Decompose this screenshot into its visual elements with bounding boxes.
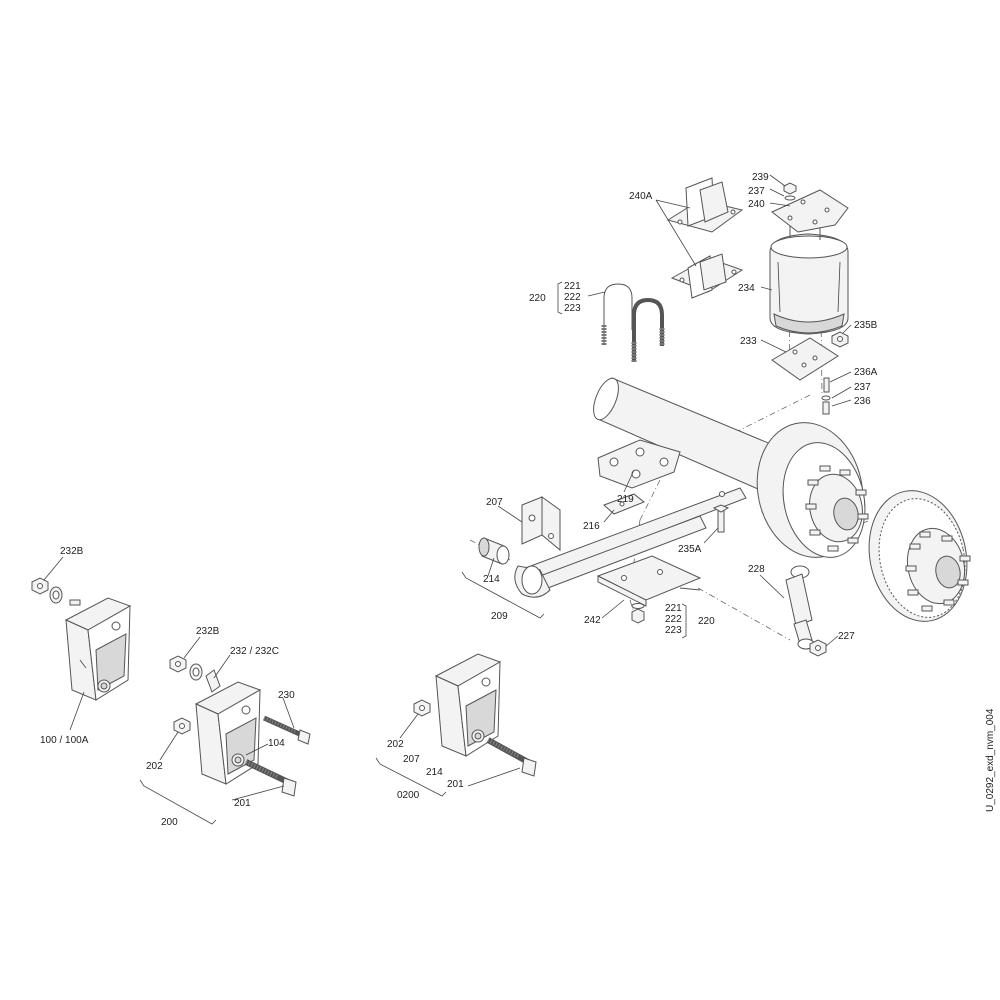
label-202-right: 202 [387, 739, 404, 750]
label-220-upper: 220 [529, 293, 546, 304]
label-232-232C: 232 / 232C [230, 646, 279, 657]
hanger-100 [64, 597, 132, 701]
label-240A: 240A [629, 191, 653, 202]
nut-202-mid [173, 717, 191, 735]
bushing-214 [478, 537, 510, 565]
u-bolt-front [601, 283, 633, 345]
bolt-236 [822, 401, 830, 415]
label-235A: 235A [678, 544, 702, 555]
label-200: 200 [161, 817, 178, 828]
label-237-top: 237 [748, 186, 765, 197]
label-216: 216 [583, 521, 600, 532]
washer-237-top [784, 195, 796, 201]
hanger-200 [194, 681, 262, 785]
bracket-207 [521, 496, 561, 552]
washer-left [49, 586, 63, 604]
label-201-right: 201 [447, 779, 464, 790]
bolt-230 [262, 715, 311, 745]
group-brackets [139, 281, 687, 825]
label-214-lower: 214 [426, 767, 443, 778]
label-207-lower: 207 [403, 754, 420, 765]
label-201-mid: 201 [234, 798, 251, 809]
label-240: 240 [748, 199, 765, 210]
label-221-222-223-lower: 221 222 223 [665, 603, 682, 636]
label-104: 104 [268, 738, 285, 749]
label-214-upper: 214 [483, 574, 500, 585]
pad-216 [603, 493, 645, 515]
bolt-235A [712, 504, 730, 533]
brake-drum [756, 422, 869, 558]
label-232B-mid: 232B [196, 626, 220, 637]
bracket-240A-lower [670, 253, 744, 299]
nut-202-right [413, 699, 431, 717]
label-232B-left: 232B [60, 546, 84, 557]
label-233: 233 [740, 336, 757, 347]
washer-232-mid [189, 663, 203, 681]
label-235B: 235B [854, 320, 878, 331]
label-237-lower: 237 [854, 382, 871, 393]
label-228: 228 [748, 564, 765, 575]
label-209: 209 [491, 611, 508, 622]
bolt-201-mid [244, 759, 297, 797]
clip-232-mid [205, 669, 221, 693]
air-spring-234 [769, 226, 849, 335]
nut-239 [783, 182, 797, 195]
hanger-0200 [434, 653, 502, 757]
washer-nut-stack-lower [631, 603, 645, 624]
bolt-236A [823, 377, 830, 393]
nut-227 [809, 639, 827, 657]
nut-235B [831, 331, 849, 348]
wheel-studs-rear [905, 531, 971, 612]
bolt-201-right [486, 737, 537, 777]
bolt-end-left [69, 599, 81, 606]
bracket-240A-upper [666, 177, 744, 233]
drawing-id: U_0292_exd_nvm_004 [985, 708, 996, 812]
label-234: 234 [738, 283, 755, 294]
label-236: 236 [854, 396, 871, 407]
label-236A: 236A [854, 367, 878, 378]
u-bolt-rear [631, 297, 665, 362]
brake-disc [868, 490, 971, 622]
shock-absorber-228 [785, 565, 815, 650]
nut-232B-left [31, 577, 49, 595]
top-plate-240 [771, 189, 849, 233]
trailing-arm-209 [514, 487, 747, 598]
wheel-studs-front [805, 465, 869, 552]
label-0200: 0200 [397, 790, 420, 801]
clamp-plate-242 [596, 555, 702, 607]
label-202-mid: 202 [146, 761, 163, 772]
label-207-upper: 207 [486, 497, 503, 508]
label-230: 230 [278, 690, 295, 701]
axle-seat-219 [597, 439, 681, 489]
label-100-100A: 100 / 100A [40, 735, 89, 746]
label-220-lower: 220 [698, 616, 715, 627]
label-219: 219 [617, 494, 634, 505]
washer-237-lower [821, 395, 831, 401]
nut-232B-mid [169, 655, 187, 673]
label-221-222-223-upper: 221 222 223 [564, 281, 581, 314]
label-242: 242 [584, 615, 601, 626]
label-239: 239 [752, 172, 769, 183]
piston-plate-233 [771, 337, 839, 381]
leader-lines [43, 174, 852, 801]
label-227: 227 [838, 631, 855, 642]
